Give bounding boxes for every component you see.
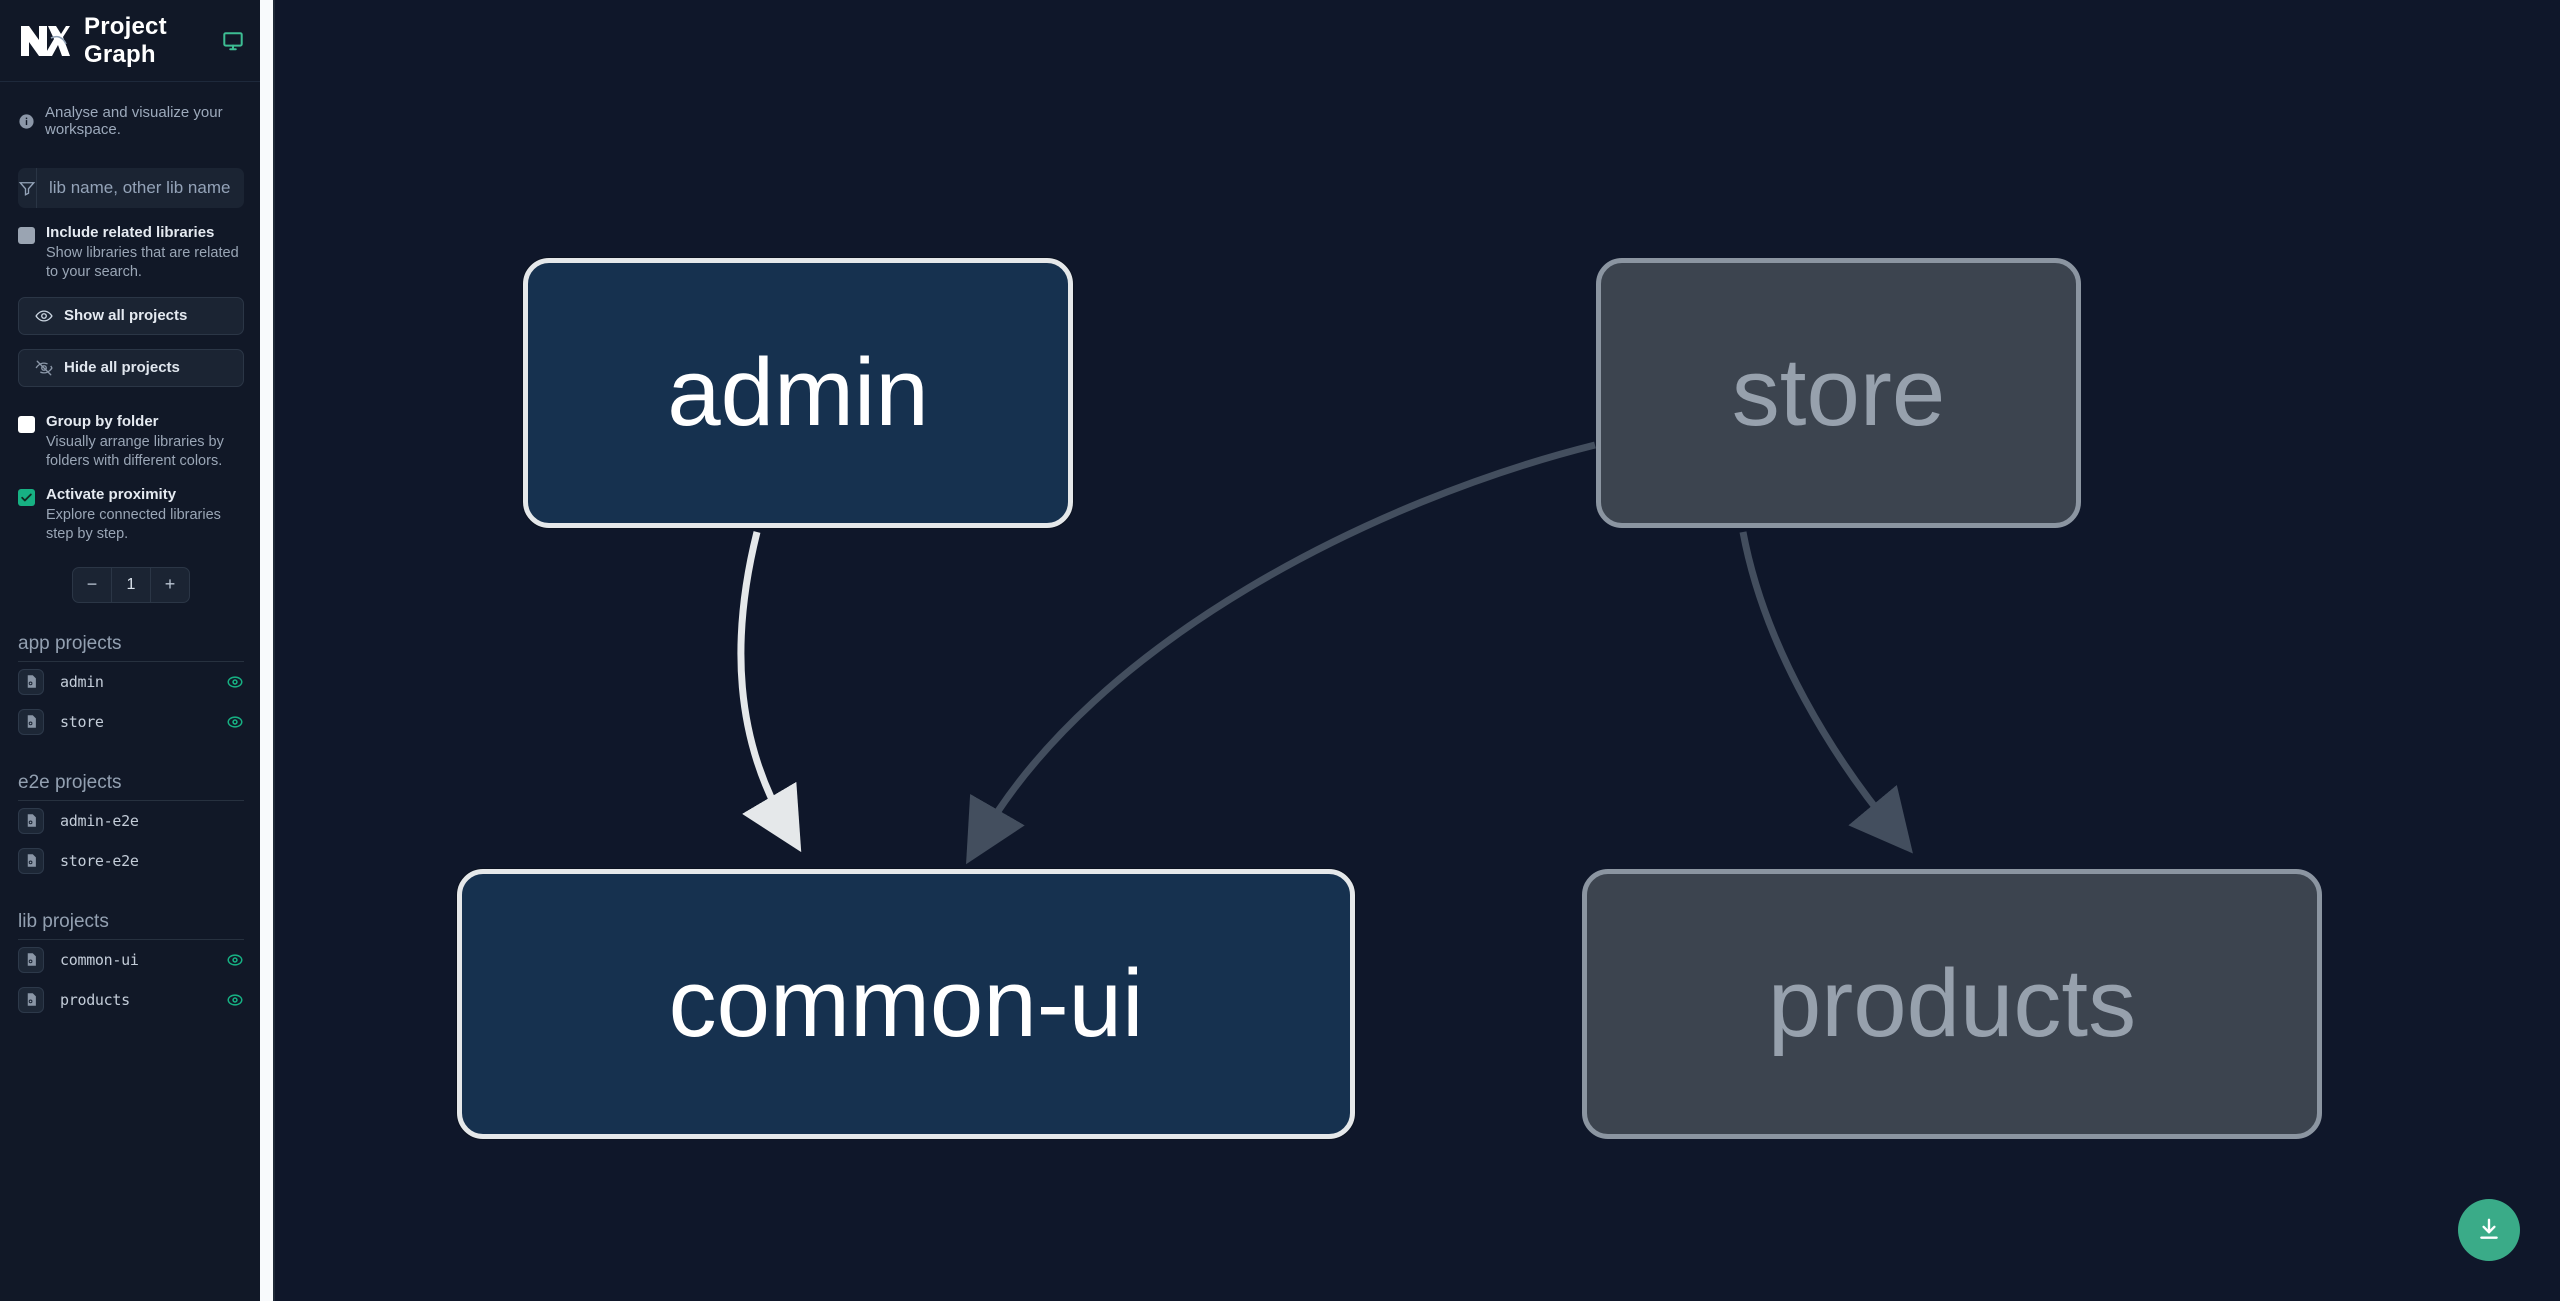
graph-node-label: common-ui [668,950,1144,1057]
eye-icon [35,307,53,325]
project-name: store [60,712,104,731]
project-group-app: app projects admin [0,633,262,742]
graph-node-store[interactable]: store [1596,258,2081,528]
edge-store-to-common-ui [966,441,1596,865]
project-file-icon [18,668,44,695]
hide-all-projects-label: Hide all projects [64,359,180,377]
project-row-products[interactable]: products [18,980,244,1020]
project-row-admin-e2e[interactable]: admin-e2e [18,801,244,841]
project-file-icon [18,946,44,973]
project-file-icon [18,847,44,874]
nx-logo-icon [18,20,70,62]
option-activate-proximity[interactable]: Activate proximity Explore connected lib… [0,472,262,545]
option-description: Explore connected libraries step by step… [46,506,221,543]
search-box[interactable] [18,168,244,208]
include-related-libraries-checkbox[interactable] [18,227,35,244]
project-name: admin-e2e [60,811,139,830]
project-file-icon [18,708,44,735]
monitor-icon[interactable] [222,30,244,52]
option-label: Group by folder [46,412,159,430]
project-row-store[interactable]: store [18,702,244,742]
project-row-store-e2e[interactable]: store-e2e [18,841,244,881]
graph-node-admin[interactable]: admin [523,258,1073,528]
graph-node-label: admin [667,339,929,446]
download-icon [2476,1216,2502,1245]
edge-admin-to-common-ui [737,531,802,853]
group-title: app projects [18,633,244,662]
graph-node-label: products [1767,950,2137,1057]
project-file-icon [18,807,44,834]
project-row-common-ui[interactable]: common-ui [18,940,244,980]
option-group-by-folder[interactable]: Group by folder Visually arrange librari… [0,387,262,472]
option-description: Show libraries that are related to your … [46,244,239,281]
option-label: Include related libraries [46,224,215,241]
group-by-folder-checkbox[interactable] [18,415,35,433]
tagline: Analyse and visualize your workspace. [0,82,262,142]
project-name: store-e2e [60,851,139,870]
project-visibility-eye-icon[interactable] [226,991,244,1009]
edge-store-to-products [1739,531,1913,854]
sidebar-content: Project Graph Analyse and visual [0,0,262,1301]
proximity-value: 1 [111,567,151,602]
project-name: common-ui [60,950,139,969]
group-title: lib projects [18,911,244,940]
option-include-related-libraries[interactable]: Include related libraries Show libraries… [0,208,262,283]
download-graph-button[interactable] [2458,1199,2520,1261]
sidebar-scrollbar[interactable] [260,0,273,1301]
page-title: Project Graph [84,12,167,68]
project-visibility-eye-icon[interactable] [226,951,244,969]
graph-node-products[interactable]: products [1582,869,2322,1139]
project-visibility-eye-icon[interactable] [226,713,244,731]
option-label: Activate proximity [46,485,177,503]
graph-node-common-ui[interactable]: common-ui [457,869,1355,1139]
project-file-icon [18,986,44,1013]
project-row-admin[interactable]: admin [18,662,244,702]
search-input[interactable] [37,168,244,208]
sidebar: Project Graph Analyse and visual [0,0,275,1301]
filter-icon [18,168,37,208]
group-title: e2e projects [18,772,244,801]
proximity-decrement-button[interactable]: − [73,568,111,602]
hide-all-projects-button[interactable]: Hide all projects [18,348,244,387]
info-icon [18,113,35,130]
graph-canvas[interactable]: admin store common-ui products [275,0,2560,1301]
show-all-projects-label: Show all projects [64,307,188,325]
proximity-stepper[interactable]: − 1 + [72,566,190,603]
proximity-increment-button[interactable]: + [151,568,189,602]
project-group-e2e: e2e projects admin-e2e [0,772,262,881]
graph-node-label: store [1731,339,1946,446]
activate-proximity-checkbox[interactable] [18,488,35,506]
tagline-text: Analyse and visualize your workspace. [45,104,223,138]
sidebar-header: Project Graph [0,0,262,82]
project-visibility-eye-icon[interactable] [226,673,244,691]
graph-edges [737,441,1913,865]
project-name: admin [60,672,104,691]
project-name: products [60,990,130,1009]
option-description: Visually arrange libraries by folders wi… [46,433,224,470]
project-group-lib: lib projects common-ui [0,911,262,1020]
show-all-projects-button[interactable]: Show all projects [18,296,244,335]
eye-off-icon [35,359,53,377]
